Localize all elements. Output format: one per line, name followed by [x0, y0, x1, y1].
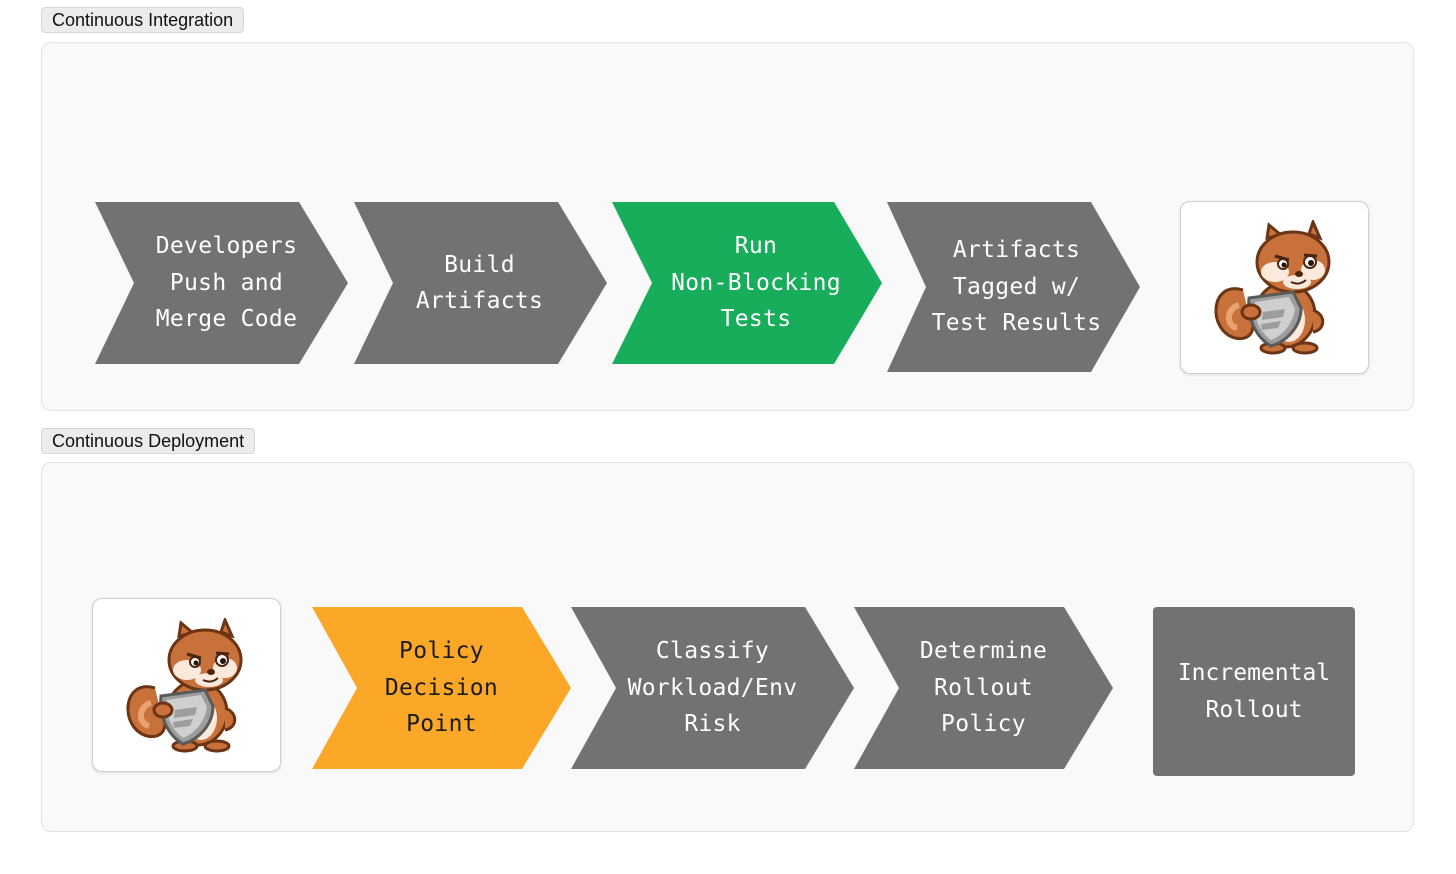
ci-step-label: Build Artifacts	[415, 251, 544, 315]
ci-step-artifacts-tagged: Artifacts Tagged w/ Test Results	[881, 202, 1140, 372]
cd-step-label: Classify Workload/Env Risk	[627, 638, 798, 738]
cd-step-determine-rollout-policy: Determine Rollout Policy	[854, 607, 1113, 769]
ci-step-label: Artifacts Tagged w/ Test Results	[931, 237, 1102, 337]
ci-step-developers-push-merge: Developers Push and Merge Code	[89, 202, 348, 364]
cd-final-label: Incremental Rollout	[1177, 660, 1331, 723]
cd-step-policy-decision-point: Policy Decision Point	[312, 607, 571, 769]
cd-step-incremental-rollout: Incremental Rollout	[1153, 607, 1355, 776]
ci-step-label: Developers Push and Merge Code	[155, 233, 298, 333]
ci-step-build-artifacts: Build Artifacts	[348, 202, 607, 364]
cd-step-label: Policy Decision Point	[384, 638, 499, 738]
cd-mascot-card	[92, 598, 281, 772]
ci-section-label: Continuous Integration	[41, 7, 245, 33]
cd-step-label: Determine Rollout Policy	[919, 638, 1048, 738]
squirrel-shield-icon	[125, 617, 242, 752]
squirrel-shield-icon	[1213, 220, 1330, 355]
ci-step-label: Run Non-Blocking Tests	[671, 233, 841, 333]
ci-mascot-card	[1180, 201, 1369, 374]
cd-section-label: Continuous Deployment	[41, 428, 256, 454]
ci-step-run-tests: Run Non-Blocking Tests	[606, 202, 882, 364]
cd-step-classify-risk: Classify Workload/Env Risk	[571, 607, 854, 769]
